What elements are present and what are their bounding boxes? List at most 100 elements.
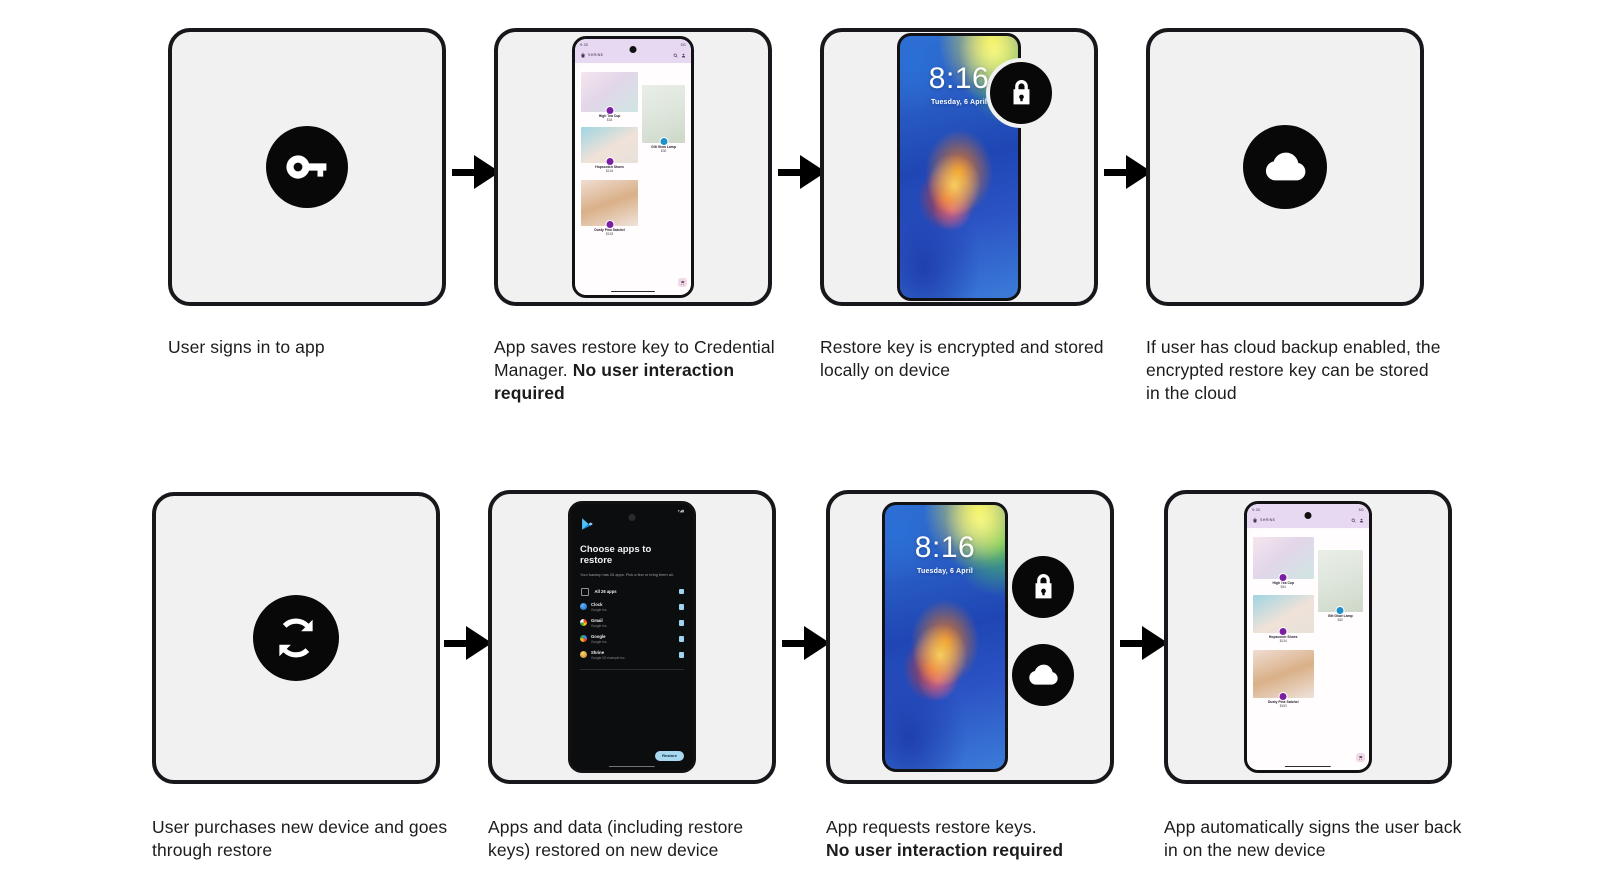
app-name: Shrine — [591, 649, 605, 655]
profile-icon[interactable] — [681, 53, 686, 58]
list-item[interactable]: Gmail Google Inc. — [580, 615, 684, 631]
list-item[interactable]: Clock Google Inc. — [580, 599, 684, 615]
brand: SHRINE — [1252, 517, 1275, 523]
product-card[interactable]: Dusty Pink Satchel $153 — [581, 180, 639, 236]
product-image — [1253, 650, 1314, 701]
clock-app-icon — [580, 603, 587, 611]
divider — [580, 668, 684, 670]
product-card[interactable]: Dusty Pink Satchel $153 — [1253, 650, 1314, 708]
add-to-cart-dot[interactable] — [605, 106, 615, 115]
step-6-caption: Apps and data (including restore keys) r… — [488, 816, 788, 862]
arrow-stem — [444, 639, 466, 647]
product-name: High Tea Cup — [598, 113, 621, 118]
step-6-caption-text: Apps and data (including restore keys) r… — [488, 817, 744, 861]
add-to-cart-dot[interactable] — [605, 157, 615, 166]
step-5-card — [152, 492, 440, 784]
status-signal: 5G — [1358, 507, 1364, 512]
restore-button[interactable]: Restore — [655, 750, 684, 761]
product-card[interactable]: High Tea Cup $34 — [581, 72, 639, 122]
select-all-row[interactable]: All 26 apps — [580, 585, 684, 599]
arrow-stem — [452, 168, 474, 176]
apps-stack-icon — [580, 587, 589, 596]
search-icon[interactable] — [673, 53, 678, 58]
gmail-app-icon — [580, 619, 587, 627]
step-2-caption-bold: No user interaction required — [494, 360, 735, 404]
select-all-label: All 26 apps — [594, 589, 617, 595]
arrow-3-to-4 — [1104, 155, 1152, 189]
product-card[interactable]: Gilt Glow Lamp $30 — [1317, 550, 1363, 622]
product-price: $34 — [606, 118, 613, 122]
product-card[interactable]: Hopscotch Shoes $134 — [581, 127, 639, 173]
product-image — [581, 180, 639, 229]
product-card[interactable]: High Tea Cup $34 — [1253, 537, 1314, 589]
lockscreen-time: 8:16 — [928, 62, 990, 95]
google-app-icon — [580, 635, 587, 643]
brand-label: SHRINE — [1260, 518, 1276, 522]
product-image — [1253, 595, 1314, 636]
checkbox-checked[interactable] — [678, 588, 684, 595]
step-5: User purchases new device and goes throu… — [152, 492, 452, 862]
list-item[interactable]: Shrine Google I/O example Inc. — [580, 647, 684, 663]
choose-apps-panel: ▾◢▮ Choose apps to restore Your backup h… — [571, 504, 693, 770]
arrow-head — [804, 626, 830, 660]
product-column-left: High Tea Cup $34 Hopscotch Shoes $134 — [581, 69, 639, 295]
add-to-cart-dot[interactable] — [1335, 606, 1345, 615]
step-2-caption: App saves restore key to Credential Mana… — [494, 336, 784, 405]
arrow-head — [1142, 626, 1168, 660]
product-name: High Tea Cup — [1272, 580, 1295, 585]
add-to-cart-dot[interactable] — [1278, 692, 1288, 701]
cart-fab[interactable] — [678, 278, 687, 287]
lockscreen-date: Tuesday, 6 April — [917, 568, 973, 575]
checkbox-checked[interactable] — [678, 620, 684, 626]
product-card[interactable]: Hopscotch Shoes $134 — [1253, 595, 1314, 643]
checkbox-checked[interactable] — [678, 652, 684, 658]
status-time: 9:30 — [580, 42, 589, 47]
home-indicator — [1284, 765, 1332, 767]
arrow-7-to-8 — [1120, 626, 1168, 660]
step-3-caption-text: Restore key is encrypted and stored loca… — [820, 337, 1104, 381]
step-8-card: 9:30 5G SHRINE — [1164, 490, 1452, 784]
arrow-stem — [778, 168, 800, 176]
lock-icon — [986, 58, 1056, 128]
add-to-cart-dot[interactable] — [659, 137, 669, 146]
lockscreen-time: 8:16 — [914, 531, 976, 564]
list-item[interactable]: Google Google Inc. — [580, 631, 684, 647]
status-signal: 5G — [680, 42, 686, 47]
step-8-caption-text: App automatically signs the user back in… — [1164, 817, 1462, 861]
phone-lockscreen-requesting: 8:16 Tuesday, 6 April — [882, 502, 1008, 772]
step-6: ▾◢▮ Choose apps to restore Your backup h… — [488, 490, 788, 862]
product-price: $34 — [1280, 585, 1286, 589]
step-5-caption-text: User purchases new device and goes throu… — [152, 817, 448, 861]
step-2: 9:30 5G SHRINE — [494, 28, 784, 405]
profile-icon[interactable] — [1359, 518, 1364, 523]
step-7-caption-text: App requests restore keys. — [826, 817, 1037, 837]
cart-fab[interactable] — [1356, 753, 1365, 762]
step-1-card — [168, 28, 446, 306]
cloud-icon — [1012, 644, 1074, 706]
status-time: 9:30 — [1252, 507, 1261, 512]
app-bar: SHRINE — [1247, 515, 1369, 528]
restore-title: Choose apps to restore — [580, 544, 652, 566]
brand: SHRINE — [580, 52, 603, 58]
sync-icon — [253, 595, 339, 681]
search-icon[interactable] — [1351, 518, 1356, 523]
restore-subtitle: Your backup has 26 apps. Pick a few or b… — [580, 572, 674, 578]
step-2-card: 9:30 5G SHRINE — [494, 28, 772, 306]
add-to-cart-dot[interactable] — [605, 220, 615, 229]
status-bar: 9:30 5G — [575, 39, 691, 50]
phone-shrine-shop: 9:30 5G SHRINE — [572, 36, 694, 298]
add-to-cart-dot[interactable] — [1278, 627, 1288, 636]
cart-icon — [680, 280, 685, 285]
product-price: $134 — [606, 169, 614, 173]
checkbox-checked[interactable] — [678, 604, 684, 610]
step-7: 8:16 Tuesday, 6 April App requests resto… — [826, 490, 1126, 862]
product-grid: High Tea Cup $34 Hopscotch Shoes $134 — [575, 65, 691, 295]
product-price: $134 — [1279, 639, 1287, 643]
product-name: Gilt Glow Lamp — [1327, 613, 1353, 618]
add-to-cart-dot[interactable] — [1278, 573, 1288, 582]
play-store-icon — [582, 518, 593, 530]
product-card[interactable]: Gilt Glow Lamp $30 — [642, 85, 685, 153]
product-column-left: High Tea Cup $34 Hopscotch Shoes $134 — [1253, 534, 1314, 770]
product-image — [581, 72, 639, 115]
checkbox-checked[interactable] — [678, 636, 684, 642]
